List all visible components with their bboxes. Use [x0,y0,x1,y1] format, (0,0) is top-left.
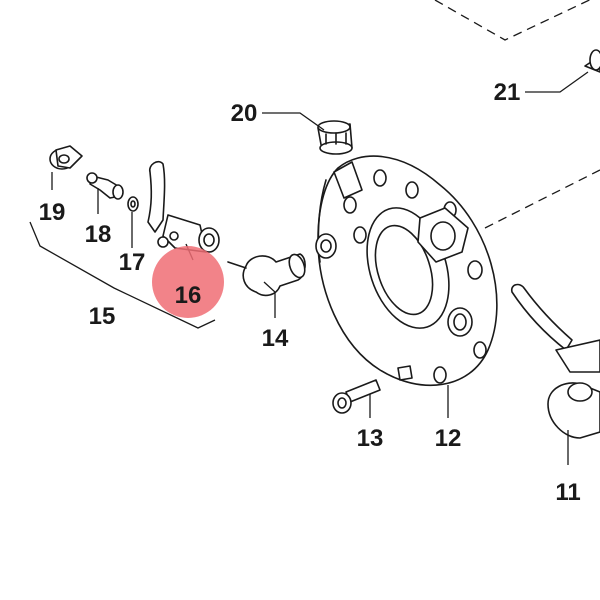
leader-lines [29,71,589,465]
highlight-circle-16 [152,246,224,318]
callout-12[interactable]: 12 [435,425,462,452]
callout-13[interactable]: 13 [357,425,384,452]
part-19-coupler [49,145,83,170]
callout-16[interactable]: 16 [175,282,202,309]
callout-11[interactable]: 11 [555,479,580,506]
bracket-15 [29,221,216,329]
part-18-nipple [86,172,124,200]
callout-17[interactable]: 17 [119,249,146,276]
part-12-flange [315,155,498,387]
part-21-fitting [584,49,600,73]
part-14-elbow [227,253,306,297]
dashed-assembly-line-top [434,0,591,41]
dashed-assembly-line-right [484,169,600,229]
part-20-plug [317,120,353,155]
callout-14[interactable]: 14 [262,325,289,352]
callout-21[interactable]: 21 [494,79,521,106]
part-17-washer [127,196,139,212]
callout-15[interactable]: 15 [89,303,116,330]
part-13-bolt [332,379,381,414]
callout-20[interactable]: 20 [231,100,258,127]
part-16-ball-valve [147,160,220,253]
callout-18[interactable]: 18 [85,221,112,248]
part-11-valve [510,283,600,439]
callout-19[interactable]: 19 [39,199,66,226]
